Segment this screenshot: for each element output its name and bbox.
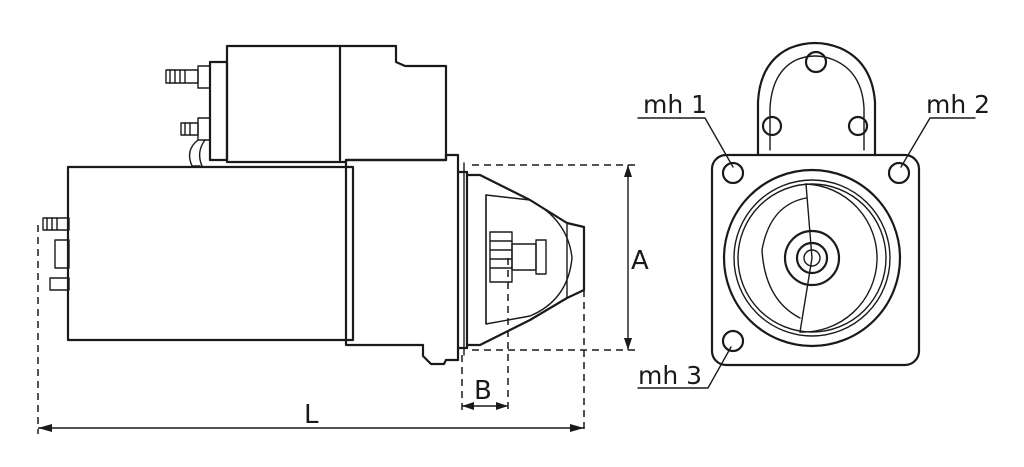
dimension-label-l: L [304,400,319,430]
solenoid-terminals [165,65,211,167]
rear-terminals [42,217,70,291]
motor-housing [66,165,355,342]
mounting-flange [710,153,921,367]
gear-housing [344,153,460,366]
mounting-hole-label-1: mh 1 [643,90,707,119]
side-view [42,44,586,366]
solenoid-lobe [756,41,877,157]
mounting-hole-label-2: mh 2 [926,90,990,119]
mounting-hole-3 [721,329,745,353]
mounting-hole-2 [887,161,911,185]
solenoid [225,44,448,164]
mounting-hole-leaders [637,117,976,389]
dimension-label-b: B [474,376,492,406]
dimension-lines [37,164,636,434]
dimension-label-a: A [631,246,649,276]
pinion-gear [489,231,547,283]
mounting-hole-1 [721,161,745,185]
front-view [710,41,921,367]
nose-cone [465,173,586,347]
mounting-hole-label-3: mh 3 [638,361,702,390]
